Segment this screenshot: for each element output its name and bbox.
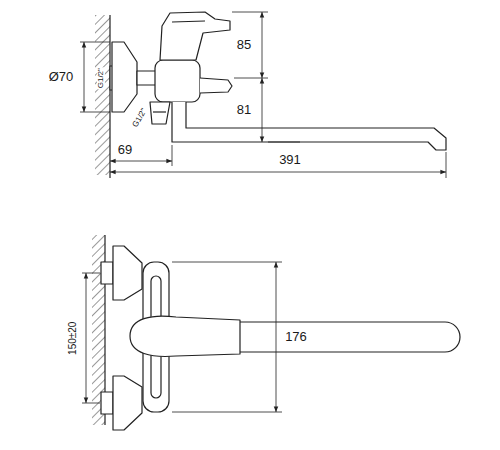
dimension-lines (110, 161, 172, 162)
eccentric-fitting (112, 42, 137, 112)
eccentric-fitting (113, 376, 142, 430)
mixer-body (200, 78, 232, 93)
dimension-lines (110, 172, 446, 173)
lever-and-spout (130, 316, 460, 356)
wall-hatch (95, 15, 110, 175)
mixer-body (150, 102, 170, 124)
dimension-lines (80, 42, 110, 43)
dimension-value: 85 (236, 38, 252, 52)
dimension-value: 176 (284, 330, 308, 344)
dimension-lines (262, 78, 263, 142)
dimension-lines (86, 273, 87, 403)
dimension-lines (276, 262, 277, 412)
dimension-lines (82, 262, 282, 412)
dimension-lines (262, 12, 263, 78)
dimension-lines (172, 412, 282, 413)
eccentric-fitting (113, 246, 142, 300)
faucet-drawing (80, 12, 460, 430)
lever-and-spout (130, 316, 240, 356)
dimension-value: 69 (117, 143, 133, 157)
mixer-body (155, 60, 200, 102)
dimension-value: 150±20 (69, 320, 80, 355)
dimension-value: 391 (278, 153, 302, 167)
dimension-value: Ø70 (48, 70, 75, 84)
mixer-body (160, 12, 230, 60)
lever-and-spout (240, 322, 460, 352)
wall-hatch (95, 15, 110, 178)
dimension-lines (82, 273, 100, 274)
mixer-body (150, 12, 232, 124)
dimension-lines (268, 142, 300, 143)
dimension-lines (172, 145, 173, 166)
dimension-lines (172, 262, 282, 263)
wall-hatch (109, 15, 110, 178)
dimension-value: 81 (236, 103, 252, 117)
dimension-lines (232, 12, 268, 13)
mixer-body (172, 21, 205, 22)
dimension-lines (234, 78, 268, 79)
spout (172, 102, 446, 150)
dimension-lines (446, 152, 447, 178)
thread-size: G1/2" (97, 67, 105, 89)
dimension-lines (80, 112, 110, 113)
mixer-body (153, 111, 166, 112)
thread-size: G1/2" (131, 106, 149, 129)
dimension-lines (82, 403, 100, 404)
spout (172, 102, 446, 150)
eccentric-fitting (101, 262, 113, 284)
eccentric-fitting (101, 392, 113, 414)
dimension-lines (80, 12, 446, 178)
dimension-lines (84, 42, 85, 112)
